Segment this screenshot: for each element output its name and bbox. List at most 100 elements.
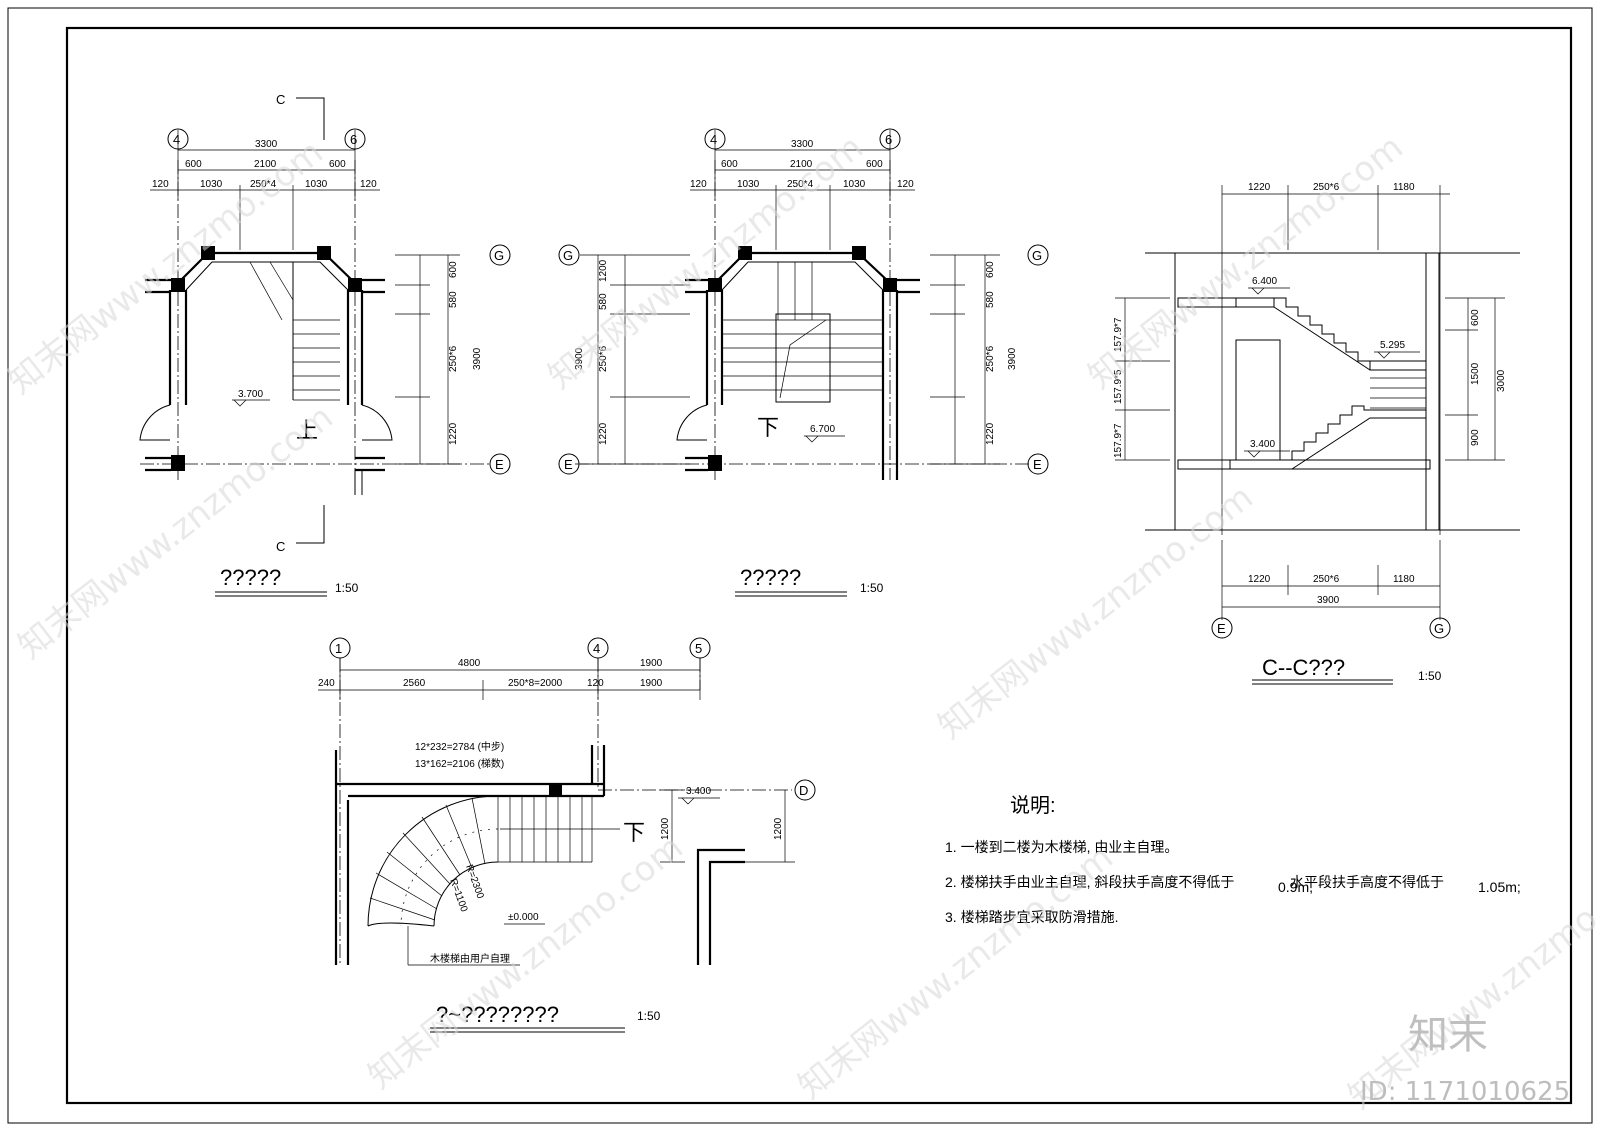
direction-label: 下 — [757, 415, 779, 440]
svg-text:4: 4 — [593, 641, 600, 656]
dim-right-a: 600 — [1470, 309, 1481, 326]
svg-text:E: E — [1033, 457, 1042, 472]
dim-row2-e: 1900 — [640, 678, 663, 689]
section-title: C--C??? — [1262, 655, 1345, 680]
dim-row1-a: 4800 — [458, 658, 481, 669]
dim-row2-c: 600 — [329, 159, 346, 170]
watermark-text: 知末网www.znzmo.com — [1081, 127, 1411, 397]
dim-bottom-c: 1180 — [1393, 574, 1415, 585]
note-item-1: 1. 一楼到二楼为木楼梯, 由业主自理。 — [945, 839, 1178, 855]
svg-text:5: 5 — [695, 641, 702, 656]
dim-left-c: 250*6 — [598, 345, 609, 372]
radius-outer: R=2300 — [463, 863, 486, 900]
dim-right-total: 3000 — [1496, 369, 1507, 392]
elevation-label: 3.700 — [238, 389, 263, 400]
elevation-1: 3.400 — [686, 786, 711, 797]
dim-right-c: 900 — [1470, 429, 1481, 446]
elevation-landing: 5.295 — [1380, 340, 1405, 351]
axis-bubble-g-right: G — [1027, 244, 1049, 266]
dim-row1-b: 1900 — [640, 658, 663, 669]
svg-text:E: E — [1217, 621, 1226, 636]
dim-row3-b: 1030 — [200, 179, 223, 190]
svg-text:6: 6 — [350, 132, 357, 147]
dim-row3-b: 1030 — [737, 179, 760, 190]
dim-row3-d: 1030 — [305, 179, 328, 190]
svg-text:4: 4 — [710, 132, 717, 147]
curved-stair — [367, 795, 620, 927]
dim-row3-a: 120 — [152, 179, 169, 190]
plan-scale: 1:50 — [637, 1009, 661, 1023]
svg-text:E: E — [564, 457, 573, 472]
svg-text:6: 6 — [885, 132, 892, 147]
axis-bubble-e-right: E — [1027, 453, 1049, 475]
dim-row3-a: 120 — [690, 179, 707, 190]
svg-text:1: 1 — [335, 641, 342, 656]
dim-left-b: 157.9*5 — [1113, 369, 1124, 404]
watermark-text: 知末网www.znzmo.com — [931, 477, 1261, 747]
plan-scale: 1:50 — [335, 581, 359, 595]
dim-right-a: 600 — [448, 261, 459, 278]
dim-bottom-a: 1220 — [1248, 574, 1271, 585]
dim-right-b: 580 — [985, 291, 996, 308]
dim-right-c: 250*6 — [448, 345, 459, 372]
dim-1200-a: 1200 — [660, 817, 671, 840]
wood-stair-note: 木楼梯由用户自理 — [430, 952, 510, 965]
dim-row2-c: 600 — [866, 159, 883, 170]
plan-title: ?~???????? — [436, 1002, 559, 1027]
dim-left-c: 157.9*7 — [1113, 423, 1124, 458]
dim-row3-e: 120 — [360, 179, 377, 190]
svg-text:E: E — [495, 457, 504, 472]
svg-text:4: 4 — [173, 132, 180, 147]
section-cc: 1220 250*6 1180 6.400 5.295 — [1113, 182, 1520, 685]
axis-bubble-4: 4 — [587, 637, 609, 659]
sheet-border-outer — [7, 7, 1593, 1124]
watermark-id: ID: 1171010625 — [1360, 1077, 1570, 1107]
watermark-text: 知末网www.znzmo.com — [1, 132, 331, 402]
dim-row3-d: 1030 — [843, 179, 866, 190]
note-item-2-value-b: 1.05m; — [1478, 879, 1521, 895]
elevation-0: ±0.000 — [508, 912, 539, 923]
dim-row2-a: 600 — [185, 159, 202, 170]
note-item-2-value: 0.9m, — [1278, 879, 1313, 895]
note-item-3: 3. 楼梯踏步宜采取防滑措施. — [945, 909, 1118, 925]
dim-right-total: 3900 — [1007, 347, 1018, 370]
elevation-label: 6.700 — [810, 424, 835, 435]
svg-text:D: D — [799, 783, 808, 798]
dim-right-c: 250*6 — [985, 345, 996, 372]
stair-treads-left — [249, 261, 340, 401]
sheet-border-inner — [65, 26, 1573, 1105]
plan-title: ????? — [220, 565, 281, 590]
plan-ground: 1 4 5 D 4800 1900 240 2560 250*8=2000 12… — [318, 637, 816, 1033]
radius-inner: R=1100 — [447, 877, 469, 914]
svg-text:G: G — [563, 248, 573, 263]
dim-left-b: 580 — [598, 293, 609, 310]
watermark-text: 知末网www.znzmo.com — [361, 827, 691, 1097]
dim-row2-c: 250*8=2000 — [508, 678, 563, 689]
elevation-top: 6.400 — [1252, 276, 1277, 287]
dim-total: 3300 — [791, 139, 814, 150]
dim-top-b: 250*6 — [1313, 182, 1340, 193]
dim-row2-b: 2100 — [790, 159, 813, 170]
watermark-text: 知末网www.znzmo.com — [11, 397, 341, 667]
dim-row3-c: 250*4 — [250, 179, 277, 190]
dim-1200-b: 1200 — [773, 817, 784, 840]
axis-bubble-g: G — [489, 244, 511, 266]
direction-label: 上 — [296, 418, 318, 443]
stair-treads-middle — [722, 262, 883, 403]
design-notes: 说明: 1. 一楼到二楼为木楼梯, 由业主自理。 2. 楼梯扶手由业主自理, 斜… — [945, 794, 1521, 925]
plan-middle: 4 6 G E G E 3300 600 2100 600 120 1030 — [558, 128, 1049, 597]
dim-right-total: 3900 — [472, 347, 483, 370]
dim-left-a: 1200 — [598, 259, 609, 282]
plan-scale: 1:50 — [860, 581, 884, 595]
note-item-2-tail: 水平段扶手高度不得低于 — [1290, 874, 1444, 890]
svg-text:G: G — [494, 248, 504, 263]
note-item-2: 2. 楼梯扶手由业主自理, 斜段扶手高度不得低于 — [945, 874, 1234, 890]
axis-bubble-5: 5 — [689, 637, 711, 659]
section-mark-top: C — [276, 92, 285, 107]
svg-text:G: G — [1434, 621, 1444, 636]
dim-row2-b: 2100 — [254, 159, 277, 170]
dim-top-c: 1180 — [1393, 182, 1415, 193]
elevation-floor: 3.400 — [1250, 439, 1275, 450]
dim-row2-a: 240 — [318, 678, 335, 689]
